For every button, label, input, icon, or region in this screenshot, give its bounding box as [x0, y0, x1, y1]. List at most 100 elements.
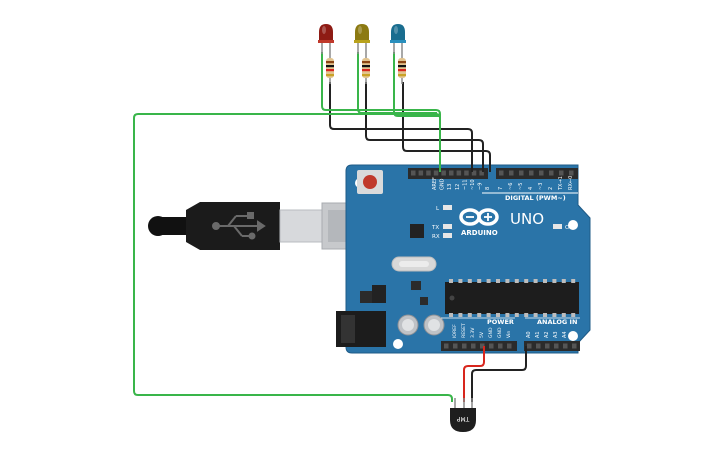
power-pin-label: Vin — [506, 331, 512, 338]
pin-socket[interactable] — [471, 343, 476, 349]
resistor-band — [398, 74, 406, 77]
chip-pin — [533, 313, 538, 317]
led-l — [443, 205, 452, 210]
led-blue — [390, 24, 406, 56]
pin-socket[interactable] — [498, 343, 503, 349]
pin-socket[interactable] — [489, 343, 494, 349]
chip-pin — [486, 313, 491, 317]
wire-a0-to-tmp — [471, 346, 527, 402]
resistor-band — [326, 61, 334, 64]
pin-socket[interactable] — [536, 343, 541, 349]
led-array — [318, 24, 406, 84]
chip-pin — [524, 313, 529, 317]
pin-socket[interactable] — [426, 170, 431, 176]
digital-pin-label: RX←0 — [568, 176, 574, 190]
digital-pin-label: ~11 — [462, 179, 468, 190]
pin-socket[interactable] — [453, 343, 458, 349]
pin-socket[interactable] — [456, 170, 462, 176]
brand-label: ARDUINO — [461, 229, 498, 237]
pin-socket[interactable] — [545, 343, 550, 349]
digital-pin-label: ~5 — [518, 183, 524, 190]
chip-pin — [524, 279, 529, 283]
chip-pin — [571, 313, 576, 317]
led-highlight — [322, 26, 326, 34]
analog-pin-label: A3 — [553, 331, 559, 338]
pin-socket[interactable] — [471, 170, 477, 176]
chip-pin — [514, 279, 519, 283]
pin-socket[interactable] — [549, 170, 554, 176]
smd-component — [411, 281, 421, 290]
led-tx — [443, 224, 452, 229]
power-pin-label: GND — [497, 327, 503, 338]
analog-pin-label: A2 — [544, 331, 550, 338]
chip-pin — [496, 313, 500, 317]
resistor-band — [326, 65, 334, 68]
resistor-band — [362, 61, 370, 64]
led-dome — [355, 24, 369, 42]
power-pin-label: IOREF — [452, 324, 458, 338]
wire-red-led-to-pin12 — [329, 82, 473, 172]
mount-hole — [393, 339, 403, 349]
pin-socket[interactable] — [464, 170, 469, 176]
mount-hole — [568, 220, 578, 230]
pin-socket[interactable] — [519, 170, 524, 176]
logo-symbols — [466, 213, 492, 221]
power-header — [441, 341, 517, 351]
pin-socket[interactable] — [449, 170, 454, 176]
digital-header-left — [408, 168, 488, 179]
led-dome — [319, 24, 333, 42]
chip-pin — [561, 279, 566, 283]
mount-hole — [568, 331, 578, 341]
pin-socket[interactable] — [433, 170, 439, 176]
analog-header — [524, 341, 580, 351]
pin-socket[interactable] — [507, 343, 512, 349]
digital-pin-label: AREF — [432, 177, 438, 190]
pin-socket[interactable] — [462, 343, 467, 349]
led-rx — [443, 233, 452, 238]
chip-pin — [543, 313, 547, 317]
pin-socket[interactable] — [569, 170, 574, 176]
crystal-top — [399, 261, 429, 267]
reset-button[interactable] — [363, 175, 377, 189]
power-pin-label: RESET — [461, 323, 467, 338]
pin-socket[interactable] — [529, 170, 534, 176]
chip-pin — [467, 279, 472, 283]
pin-socket[interactable] — [418, 170, 424, 176]
pin-socket[interactable] — [527, 343, 532, 349]
pin-socket[interactable] — [554, 343, 559, 349]
pin-socket[interactable] — [441, 170, 446, 176]
digital-pin-label: 4 — [528, 187, 534, 190]
pin-socket[interactable] — [444, 343, 449, 349]
pin-socket[interactable] — [559, 170, 564, 176]
chip-pin — [561, 313, 566, 317]
pin-socket[interactable] — [563, 343, 568, 349]
resistor — [326, 56, 334, 84]
led-tx-label: TX — [431, 225, 439, 231]
digital-pin-label: 12 — [455, 184, 461, 190]
digital-pin-sockets — [411, 170, 574, 176]
model-label: UNO — [510, 210, 544, 228]
pin-socket[interactable] — [509, 170, 514, 176]
analog-header-label: ANALOG IN — [537, 318, 577, 326]
tmp-label: TMP — [456, 415, 470, 422]
pin-socket[interactable] — [539, 170, 544, 176]
pin-socket[interactable] — [572, 343, 577, 349]
pin-socket[interactable] — [499, 170, 504, 176]
power-jack-inner — [341, 315, 355, 343]
power-pin-label: 5V — [479, 331, 485, 338]
chip-pin — [467, 313, 472, 317]
pin-socket[interactable] — [480, 343, 485, 349]
digital-header-right — [496, 168, 578, 179]
pin-socket[interactable] — [411, 170, 416, 176]
resistor-band — [326, 74, 334, 77]
analog-pin-label: A1 — [535, 331, 541, 338]
chip-pin — [458, 313, 463, 317]
chip-pin — [514, 313, 519, 317]
chip-pin — [552, 313, 557, 317]
atmega-chip — [445, 282, 579, 314]
pin-socket[interactable] — [479, 170, 484, 176]
